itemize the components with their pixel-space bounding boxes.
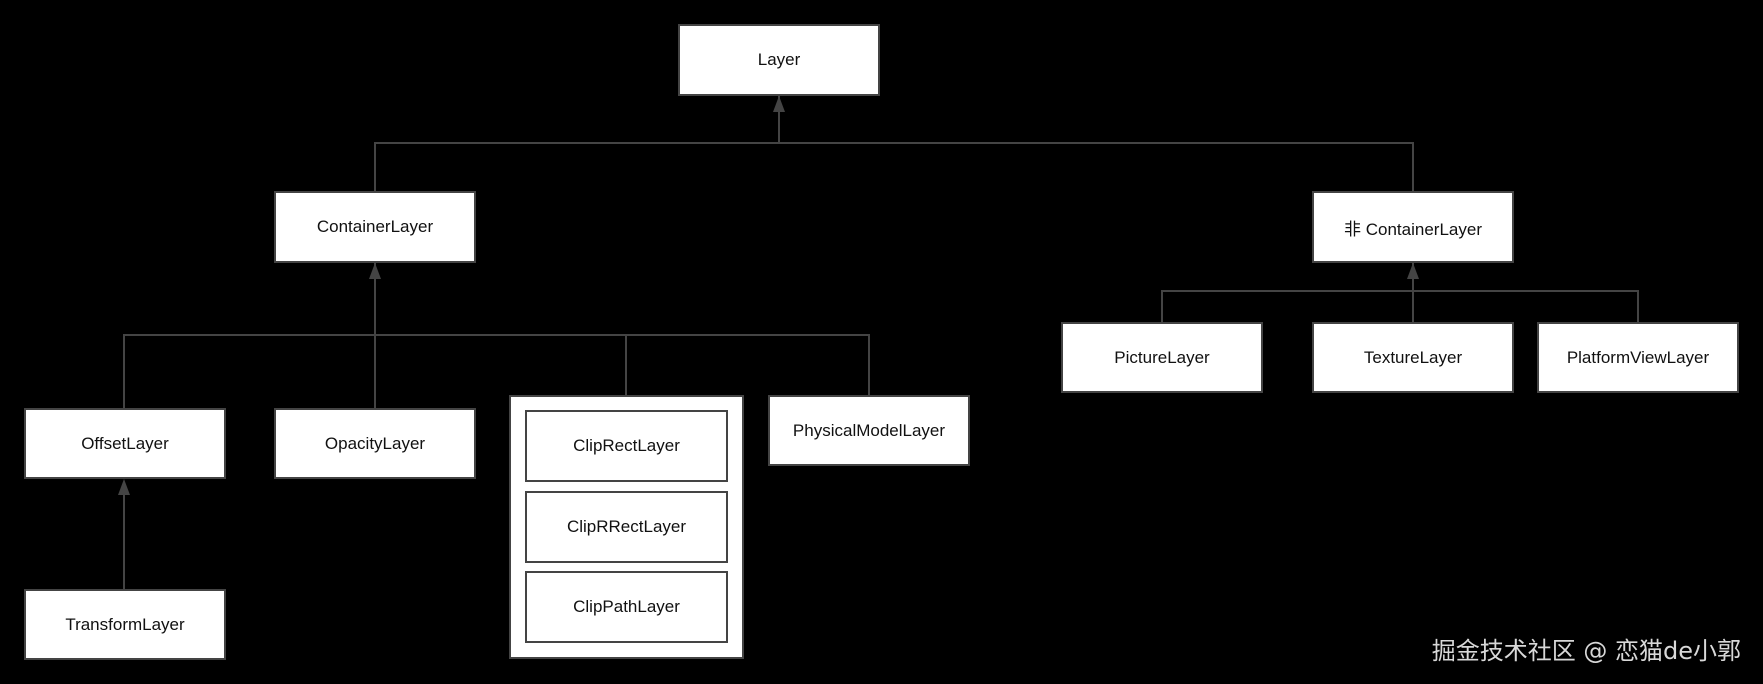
- watermark-text: 掘金技术社区 @ 恋猫de小郭: [1431, 637, 1741, 665]
- layer-node: Layer: [678, 24, 880, 96]
- picture-layer-node: PictureLayer: [1061, 322, 1263, 393]
- arrowhead-noncontainer: [1407, 263, 1419, 279]
- physical-model-layer-node: PhysicalModelLayer: [768, 395, 970, 466]
- container-layer-node: ContainerLayer: [274, 191, 476, 263]
- transform-layer-node: TransformLayer: [24, 589, 226, 660]
- arrowhead-offset: [118, 479, 130, 495]
- clip-rect-layer-node: ClipRectLayer: [525, 410, 728, 482]
- clip-path-layer-node: ClipPathLayer: [525, 571, 728, 643]
- arrowhead-container: [369, 263, 381, 279]
- clip-rrect-layer-node: ClipRRectLayer: [525, 491, 728, 563]
- platform-view-layer-node: PlatformViewLayer: [1537, 322, 1739, 393]
- non-container-layer-node: 非 ContainerLayer: [1312, 191, 1514, 263]
- texture-layer-node: TextureLayer: [1312, 322, 1514, 393]
- opacity-layer-node: OpacityLayer: [274, 408, 476, 479]
- connector-container-bus: [123, 334, 870, 408]
- connector-layer-bus: [374, 142, 1414, 191]
- connector-noncontainer-bus: [1161, 290, 1639, 322]
- arrowhead-layer: [773, 96, 785, 112]
- offset-layer-node: OffsetLayer: [24, 408, 226, 479]
